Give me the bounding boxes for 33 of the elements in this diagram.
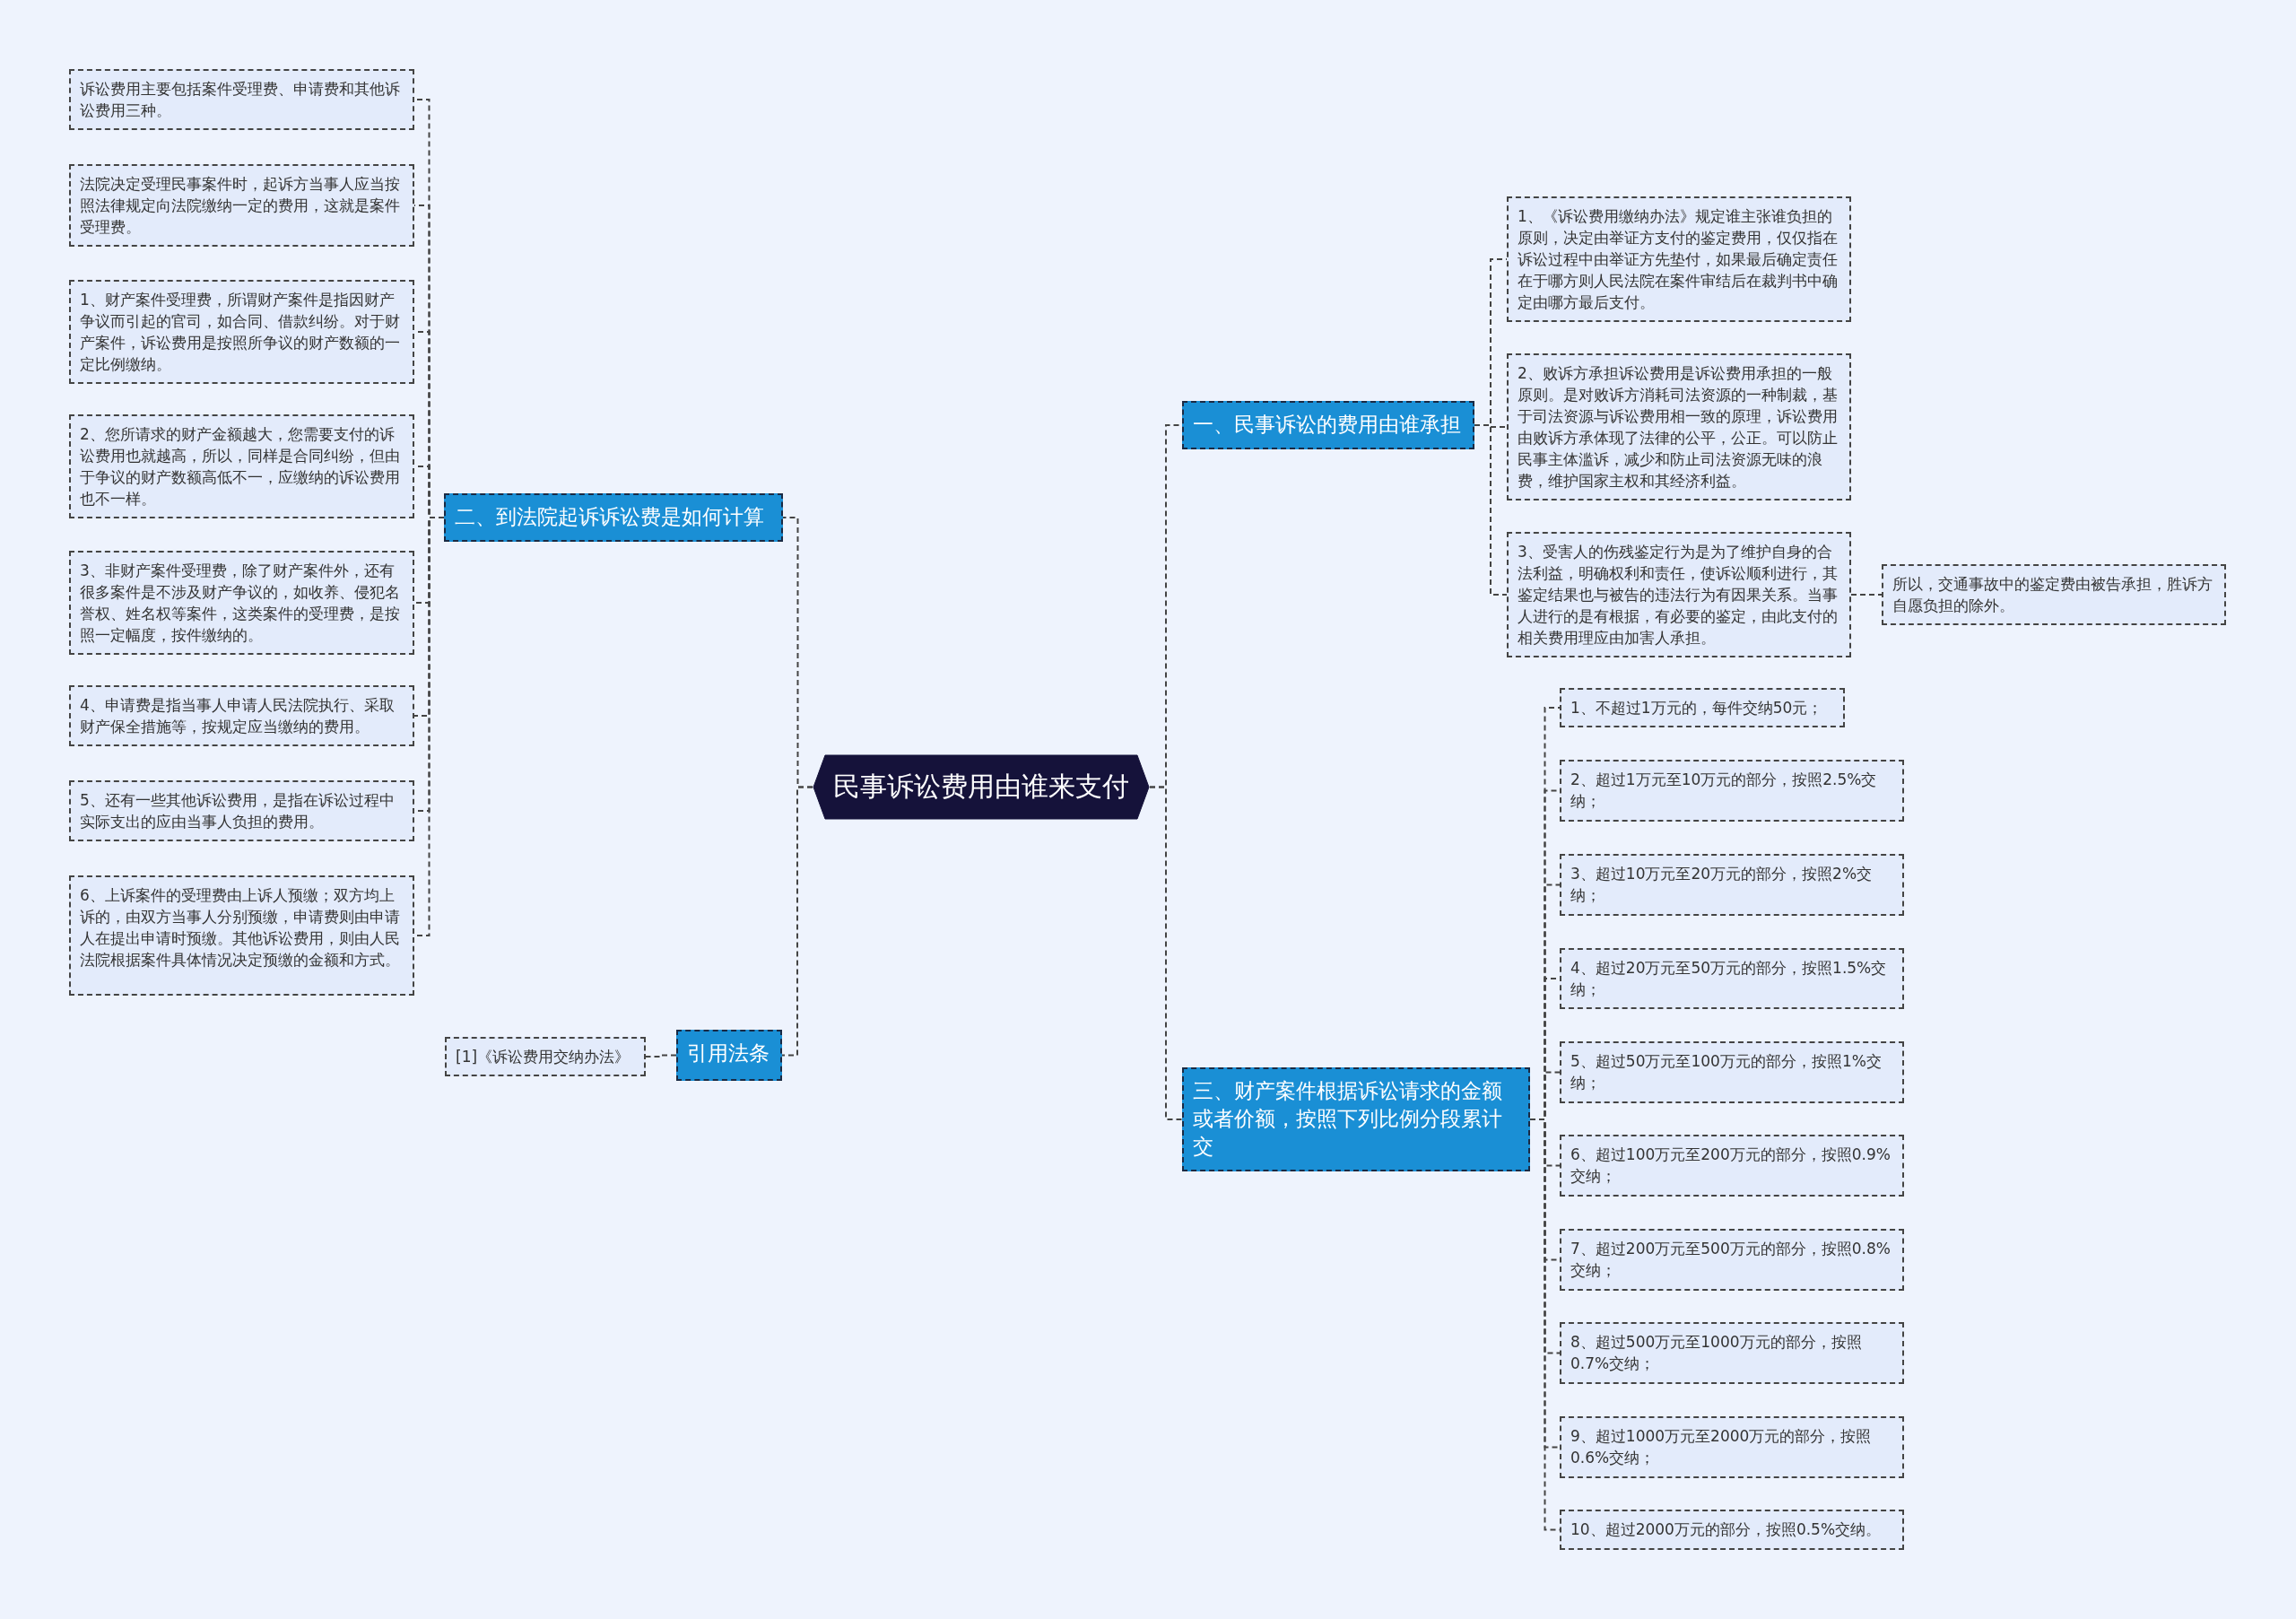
text-box: 2、败诉方承担诉讼费用是诉讼费用承担的一般原则。是对败诉方消耗司法资源的一种制裁，基于司法资源与诉讼费用相一致的原理，诉讼费用由败诉方承体现了法律的公平，公正。可以防止民事主体滥诉，减少和防止司法资源无味的浪费，维护国家主权和其经济利益。 — [1507, 353, 1851, 500]
topic-box: 三、财产案件根据诉讼请求的金额或者价额，按照下列比例分段累计交 — [1182, 1067, 1530, 1171]
text-box: 诉讼费用主要包括案件受理费、申请费和其他诉讼费用三种。 — [69, 69, 414, 130]
text-box: 3、受害人的伤残鉴定行为是为了维护自身的合法利益，明确权利和责任，使诉讼顺利进行，其鉴定结果也与被告的违法行为有因果关系。当事人进行的是有根据，有必要的鉴定，由此支付的相关费用理应由加害人承担。 — [1507, 532, 1851, 657]
central-topic: 民事诉讼费用由谁来支付 — [813, 754, 1150, 820]
text-box: 1、不超过1万元的，每件交纳50元； — [1560, 688, 1845, 727]
topic-box: 二、到法院起诉诉讼费是如何计算 — [444, 493, 783, 542]
text-box: 1、《诉讼费用缴纳办法》规定谁主张谁负担的原则，决定由举证方支付的鉴定费用，仅仅指在诉讼过程中由举证方先垫付，如果最后确定责任在于哪方则人民法院在案件审结后在裁判书中确定由哪方最后支付。 — [1507, 196, 1851, 322]
connector — [645, 1054, 677, 1058]
text-box: 法院决定受理民事案件时，起诉方当事人应当按照法律规定向法院缴纳一定的费用，这就是案件受理费。 — [69, 164, 414, 247]
text-box: 9、超过1000万元至2000万元的部分，按照0.6%交纳； — [1560, 1416, 1904, 1478]
text-box: [1]《诉讼费用交纳办法》 — [445, 1037, 646, 1076]
text-box: 3、超过10万元至20万元的部分，按照2%交纳； — [1560, 854, 1904, 916]
topic-box: 引用法条 — [676, 1030, 782, 1081]
text-box: 2、您所请求的财产金额越大，您需要支付的诉讼费用也就越高，所以，同样是合同纠纷，但由于争议的财产数额高低不一，应缴纳的诉讼费用也不一样。 — [69, 414, 414, 518]
text-box: 8、超过500万元至1000万元的部分，按照0.7%交纳； — [1560, 1322, 1904, 1384]
connector — [781, 786, 813, 1057]
connector — [1850, 594, 1883, 596]
text-box: 4、超过20万元至50万元的部分，按照1.5%交纳； — [1560, 948, 1904, 1009]
connector — [1149, 786, 1183, 1120]
text-box: 10、超过2000万元的部分，按照0.5%交纳。 — [1560, 1510, 1904, 1550]
text-box: 3、非财产案件受理费，除了财产案件外，还有很多案件是不涉及财产争议的，如收养、侵犯名誉权、姓名权等案件，这类案件的受理费，是按照一定幅度，按件缴纳的。 — [69, 551, 414, 655]
text-box: 5、超过50万元至100万元的部分，按照1%交纳； — [1560, 1041, 1904, 1103]
text-box: 所以，交通事故中的鉴定费由被告承担，胜诉方自愿负担的除外。 — [1882, 564, 2226, 625]
text-box: 4、申请费是指当事人申请人民法院执行、采取财产保全措施等，按规定应当缴纳的费用。 — [69, 685, 414, 746]
text-box: 7、超过200万元至500万元的部分，按照0.8%交纳； — [1560, 1229, 1904, 1291]
text-box: 2、超过1万元至10万元的部分，按照2.5%交纳； — [1560, 760, 1904, 822]
text-box: 6、上诉案件的受理费由上诉人预缴；双方均上诉的，由双方当事人分别预缴，申请费则由申请人在提出申请时预缴。其他诉讼费用，则由人民法院根据案件具体情况决定预缴的金额和方式。 — [69, 875, 414, 996]
topic-box: 一、民事诉讼的费用由谁承担 — [1182, 401, 1474, 449]
connector — [1474, 424, 1508, 596]
text-box: 6、超过100万元至200万元的部分，按照0.9%交纳； — [1560, 1135, 1904, 1197]
text-box: 5、还有一些其他诉讼费用，是指在诉讼过程中实际支出的应由当事人负担的费用。 — [69, 780, 414, 841]
text-box: 1、财产案件受理费，所谓财产案件是指因财产争议而引起的官司，如合同、借款纠纷。对于财产案件，诉讼费用是按照所争议的财产数额的一定比例缴纳。 — [69, 280, 414, 384]
